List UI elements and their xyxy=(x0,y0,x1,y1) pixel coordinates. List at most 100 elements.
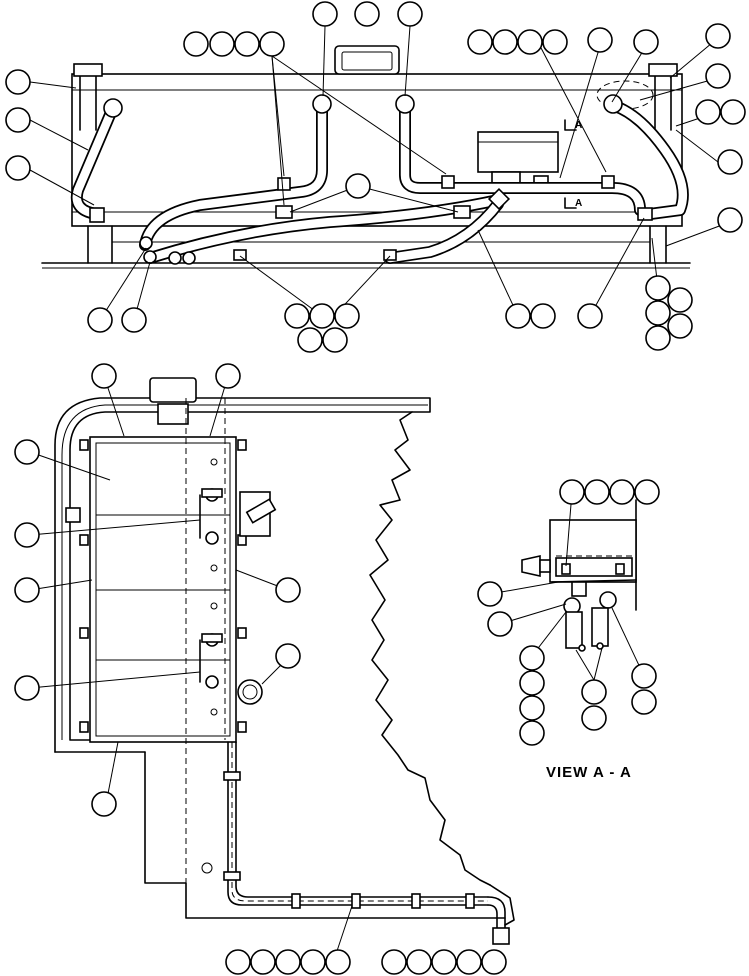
tube-clip xyxy=(453,205,471,219)
callout xyxy=(234,31,260,57)
side-elevation-view: A A xyxy=(41,45,691,269)
coolant-tubes xyxy=(70,100,689,264)
view-label: VIEW A - A xyxy=(546,764,632,781)
callout xyxy=(542,29,568,55)
tube-port xyxy=(312,94,332,114)
callout xyxy=(322,327,348,353)
callout xyxy=(645,325,671,351)
detail-fitting xyxy=(599,591,617,609)
callout xyxy=(631,663,657,689)
callout xyxy=(275,643,301,669)
tube-clip xyxy=(637,207,653,221)
callout xyxy=(431,949,457,975)
callout xyxy=(14,522,40,548)
filler-base xyxy=(157,403,189,425)
tube-clip xyxy=(383,249,397,261)
hose-clip xyxy=(223,871,241,881)
callout-bubbles xyxy=(5,1,746,975)
hose-clip xyxy=(351,893,361,909)
tube-clip xyxy=(441,175,455,189)
callout xyxy=(225,949,251,975)
bolt-hole xyxy=(201,862,213,874)
frame-outline xyxy=(54,397,431,753)
tube-clip xyxy=(601,175,615,189)
tube-clip xyxy=(277,177,291,191)
callout xyxy=(325,949,351,975)
callout xyxy=(250,949,276,975)
tube-clip xyxy=(233,249,247,261)
callout xyxy=(275,577,301,603)
callout xyxy=(667,313,693,339)
callout xyxy=(467,29,493,55)
callout xyxy=(717,149,743,175)
callout xyxy=(91,791,117,817)
tube-port xyxy=(103,98,123,118)
tube-end xyxy=(143,250,157,264)
callout xyxy=(121,307,147,333)
frame-lower-outline xyxy=(144,751,506,919)
callout xyxy=(519,720,545,746)
mount-tab xyxy=(79,534,89,546)
callout xyxy=(284,303,310,329)
side-bracket xyxy=(65,507,81,523)
callout xyxy=(309,303,335,329)
sight-gauge xyxy=(237,679,263,705)
detail-hose xyxy=(565,611,583,649)
tank-body xyxy=(71,73,683,227)
tube-port xyxy=(603,94,623,114)
hose-bundle-inner xyxy=(235,741,489,898)
detail-mount-plate xyxy=(555,557,633,577)
callout xyxy=(577,303,603,329)
break-line xyxy=(369,411,491,886)
bulkhead-edge xyxy=(489,884,515,926)
callout xyxy=(717,207,743,233)
filler-cap xyxy=(334,45,400,75)
detail-view-a-a: VIEW A - A xyxy=(521,499,637,781)
callout xyxy=(519,645,545,671)
callout xyxy=(695,99,721,125)
strap-clamp-right xyxy=(648,63,678,77)
detail-base xyxy=(551,579,637,583)
callout xyxy=(381,949,407,975)
callout xyxy=(14,439,40,465)
tube-port xyxy=(395,94,415,114)
callout xyxy=(312,1,338,27)
callout xyxy=(581,679,607,705)
tube-end xyxy=(139,236,153,250)
plan-view xyxy=(54,377,515,945)
callout xyxy=(259,31,285,57)
hose-elbow xyxy=(487,896,506,941)
callout xyxy=(14,675,40,701)
hose-bundle-outer xyxy=(227,741,489,906)
callout xyxy=(581,705,607,731)
hose-bundle-center xyxy=(231,742,488,902)
section-marker-label-bottom: A xyxy=(575,198,582,209)
strap-clamp-left xyxy=(73,63,103,77)
section-marker-bottom xyxy=(564,197,577,209)
callout xyxy=(519,695,545,721)
section-marker-label-top: A xyxy=(575,120,582,131)
callout xyxy=(720,99,746,125)
callout xyxy=(297,327,323,353)
detail-connector xyxy=(521,555,541,577)
bolt-hole xyxy=(210,708,218,716)
callout xyxy=(481,949,507,975)
sight-gauge-inner xyxy=(242,684,258,700)
callout xyxy=(300,949,326,975)
hose-clip xyxy=(411,893,421,909)
tube-end xyxy=(168,251,182,265)
callout xyxy=(275,949,301,975)
tube-return-line xyxy=(61,404,428,740)
callout xyxy=(209,31,235,57)
callout xyxy=(5,69,31,95)
filler-cap-inner xyxy=(341,51,393,71)
tube-clip xyxy=(275,205,293,219)
hose-clip xyxy=(223,771,241,781)
mounting-strap-left xyxy=(79,69,97,131)
callout xyxy=(5,155,31,181)
callout xyxy=(456,949,482,975)
callout xyxy=(609,479,635,505)
callout xyxy=(334,303,360,329)
callout xyxy=(517,29,543,55)
